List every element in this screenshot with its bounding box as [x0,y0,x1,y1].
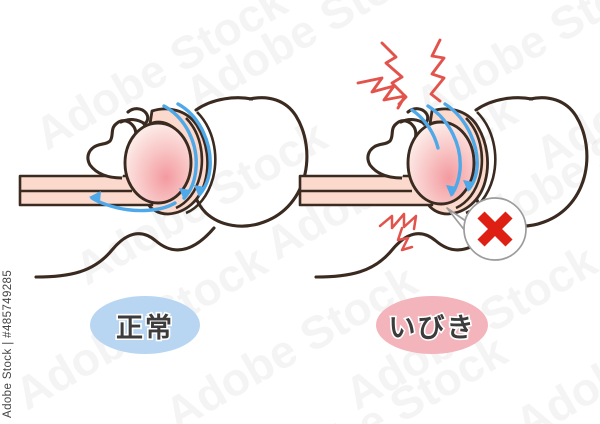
caption-pill-snoring: いびき [376,296,488,354]
pharynx-arc-normal [185,111,217,215]
caption-pill-normal: 正常 [90,296,200,354]
x-mark-icon [477,211,513,247]
airflow-arrows-snoring [410,102,479,197]
snore-noise-marks-lower [378,212,418,252]
face-profile-snoring [366,119,418,180]
cranium-curve-snoring [474,96,534,112]
blocked-airway-callout [446,197,527,261]
snore-noise-marks-upper [356,38,446,110]
neck-shoulder-contour-normal [34,226,216,279]
cranium-curve-normal [194,96,254,112]
panel-snoring [298,38,589,279]
tongue-normal [123,121,193,205]
soft-palate-arc-snoring [455,117,484,210]
nose-hook-normal [126,107,150,126]
caption-label-normal: 正常 [114,311,174,345]
airflow-arrows-normal [89,102,212,213]
caption-label-snoring: いびき [387,311,476,345]
stock-watermark-credit: Adobe Stock | #485749285 [2,269,14,418]
zigzag-center [380,41,408,106]
neck-shoulder-contour-snoring [314,226,496,279]
panel-normal [18,96,309,279]
head-outline-normal [191,96,309,228]
soft-palate-arc-normal [175,117,204,210]
zigzag-right [429,38,446,103]
tongue-snoring [406,120,476,206]
